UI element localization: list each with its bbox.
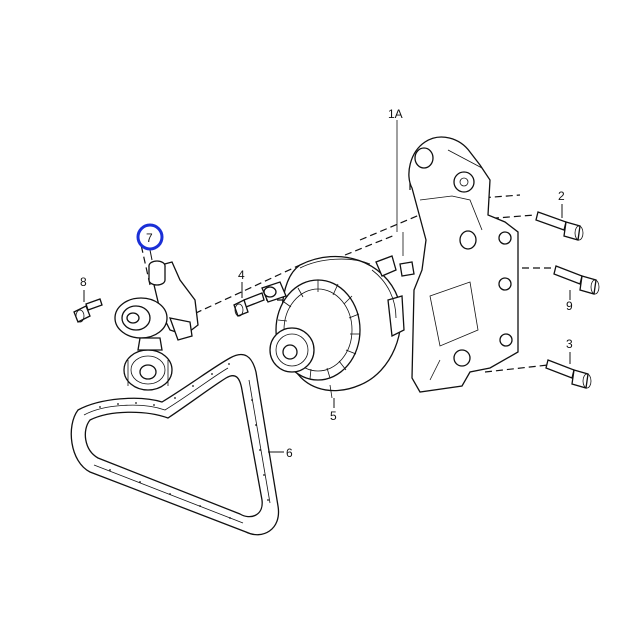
callout-7-highlight[interactable] (136, 223, 164, 251)
callout-2: 2 (558, 189, 565, 203)
ribbed-belt (70, 353, 280, 536)
callout-9: 9 (566, 299, 573, 313)
bolt-2 (535, 211, 584, 241)
callout-3: 3 (566, 337, 573, 351)
bolt-8 (73, 298, 103, 323)
callout-7[interactable]: 7 (146, 231, 153, 245)
callout-1A: 1A (388, 107, 403, 121)
callout-4: 4 (238, 268, 245, 282)
belt-tensioner (114, 260, 199, 391)
callout-6: 6 (286, 446, 293, 460)
mounting-bracket (408, 136, 519, 393)
callout-8: 8 (80, 275, 87, 289)
bolt-4 (233, 292, 265, 317)
leader-lines (83, 204, 571, 453)
callout-5: 5 (330, 409, 337, 423)
nut-1A (396, 120, 415, 277)
bolt-9 (553, 265, 600, 295)
bolt-3 (545, 359, 592, 389)
alternator (261, 255, 405, 399)
